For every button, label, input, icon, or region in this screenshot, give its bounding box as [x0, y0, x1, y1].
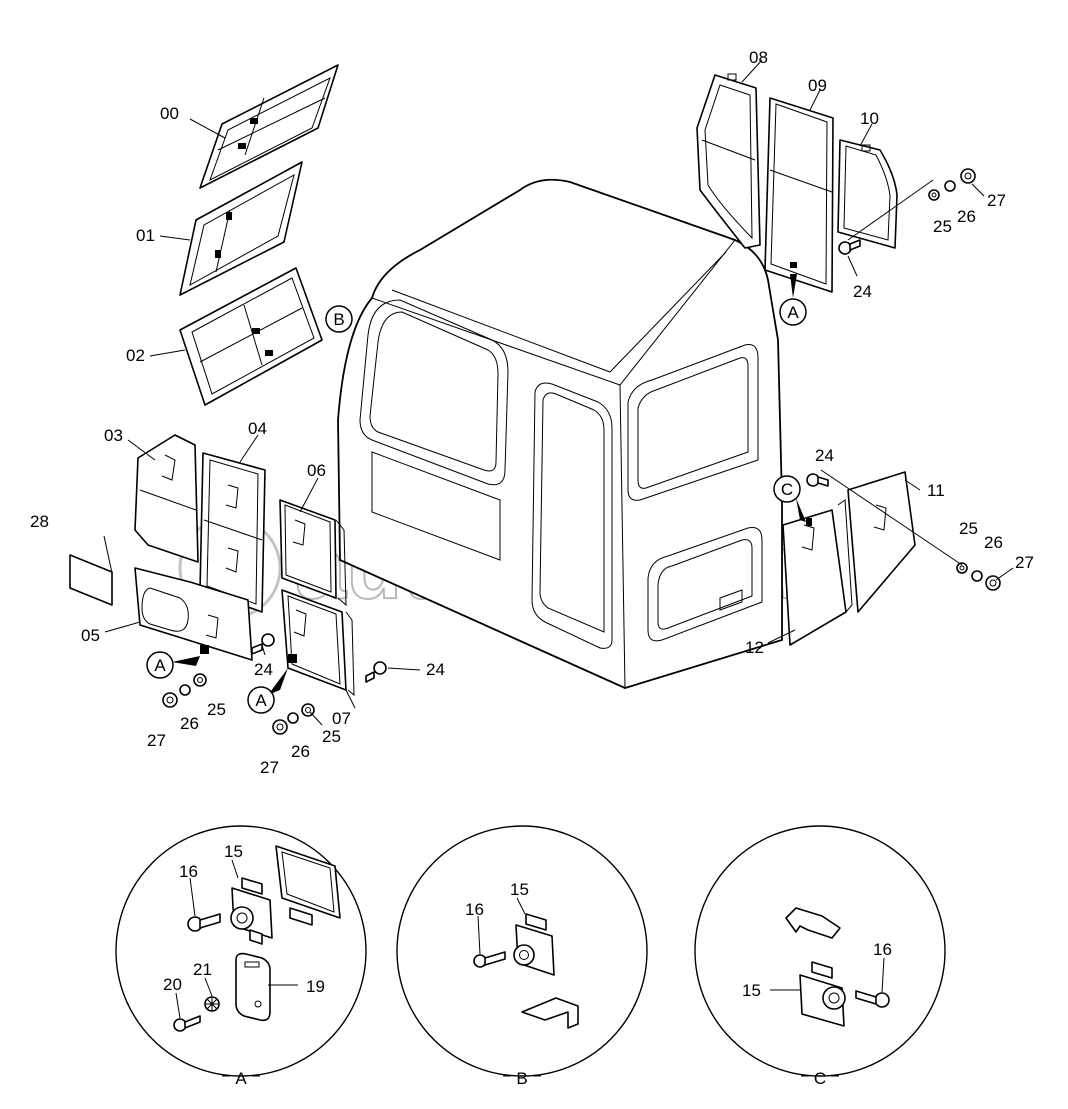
label-26: 26: [957, 207, 976, 226]
label-24: 24: [426, 660, 445, 679]
panel-01: [179, 161, 303, 296]
label-27: 27: [1015, 553, 1034, 572]
detail-a-label-21: 21: [193, 960, 212, 979]
label-27: 27: [260, 758, 279, 777]
cab-body: [337, 178, 783, 689]
detail-a-label-19: 19: [306, 977, 325, 996]
label-01: 01: [136, 226, 155, 245]
detail-b-caption: B: [516, 1069, 527, 1088]
detail-b-label-16: 16: [465, 900, 484, 919]
panel-00: [199, 64, 339, 189]
callout-letter: A: [787, 303, 799, 322]
label-25: 25: [933, 217, 952, 236]
panel-12: [782, 499, 853, 646]
leader-lines: [103, 59, 1014, 726]
panel-05: [134, 567, 253, 661]
callout-a-left: A: [146, 651, 174, 679]
panel-11: [847, 471, 916, 613]
label-25: 25: [322, 727, 341, 746]
label-25: 25: [207, 700, 226, 719]
detail-a: 15 16 19 21 20 A: [115, 825, 367, 1088]
callout-b: B: [325, 305, 353, 333]
panel-10: [837, 139, 898, 249]
callout-letter: B: [333, 310, 344, 329]
label-26: 26: [984, 533, 1003, 552]
label-28: 28: [30, 512, 49, 531]
label-05: 05: [81, 626, 100, 645]
label-12: 12: [745, 638, 764, 657]
label-25: 25: [959, 519, 978, 538]
detail-a-caption: A: [235, 1069, 247, 1088]
callout-a-middle: A: [247, 686, 275, 714]
callout-letter: A: [154, 656, 166, 675]
panel-04: [199, 452, 266, 613]
label-09: 09: [808, 76, 827, 95]
label-00: 00: [160, 104, 179, 123]
panel-08: [696, 73, 761, 249]
callout-c: C: [773, 475, 801, 503]
part-labels: 00 01 02 03 04 05 06 07 08 09 10 11 12 2…: [30, 48, 1034, 777]
callout-arrows: [172, 274, 806, 695]
part-28: [69, 554, 113, 606]
detail-c-caption: C: [814, 1069, 826, 1088]
label-03: 03: [104, 426, 123, 445]
label-26: 26: [291, 742, 310, 761]
callout-letter: A: [255, 691, 267, 710]
detail-c-label-15: 15: [742, 981, 761, 1000]
hardware-top-right: [838, 168, 976, 255]
label-06: 06: [307, 461, 326, 480]
label-24: 24: [853, 282, 872, 301]
label-24: 24: [254, 660, 273, 679]
label-27: 27: [987, 191, 1006, 210]
detail-b-label-15: 15: [510, 880, 529, 899]
label-02: 02: [126, 346, 145, 365]
callout-letter: C: [781, 480, 793, 499]
detail-a-label-16: 16: [179, 862, 198, 881]
panel-02: [179, 267, 323, 406]
detail-c: 15 16 C: [694, 825, 946, 1088]
detail-c-label-16: 16: [873, 940, 892, 959]
panel-03: [134, 434, 199, 563]
detail-b: 15 16 B: [396, 825, 648, 1088]
callout-a-top-right: A: [779, 298, 807, 326]
label-26: 26: [180, 714, 199, 733]
label-07: 07: [332, 709, 351, 728]
detail-a-label-20: 20: [163, 975, 182, 994]
label-24: 24: [815, 446, 834, 465]
label-04: 04: [248, 419, 267, 438]
detail-a-label-15: 15: [224, 842, 243, 861]
label-11: 11: [927, 481, 945, 500]
label-10: 10: [860, 109, 879, 128]
panel-06: [279, 499, 347, 607]
label-08: 08: [749, 48, 768, 67]
panel-09: [764, 97, 834, 293]
label-27: 27: [147, 731, 166, 750]
